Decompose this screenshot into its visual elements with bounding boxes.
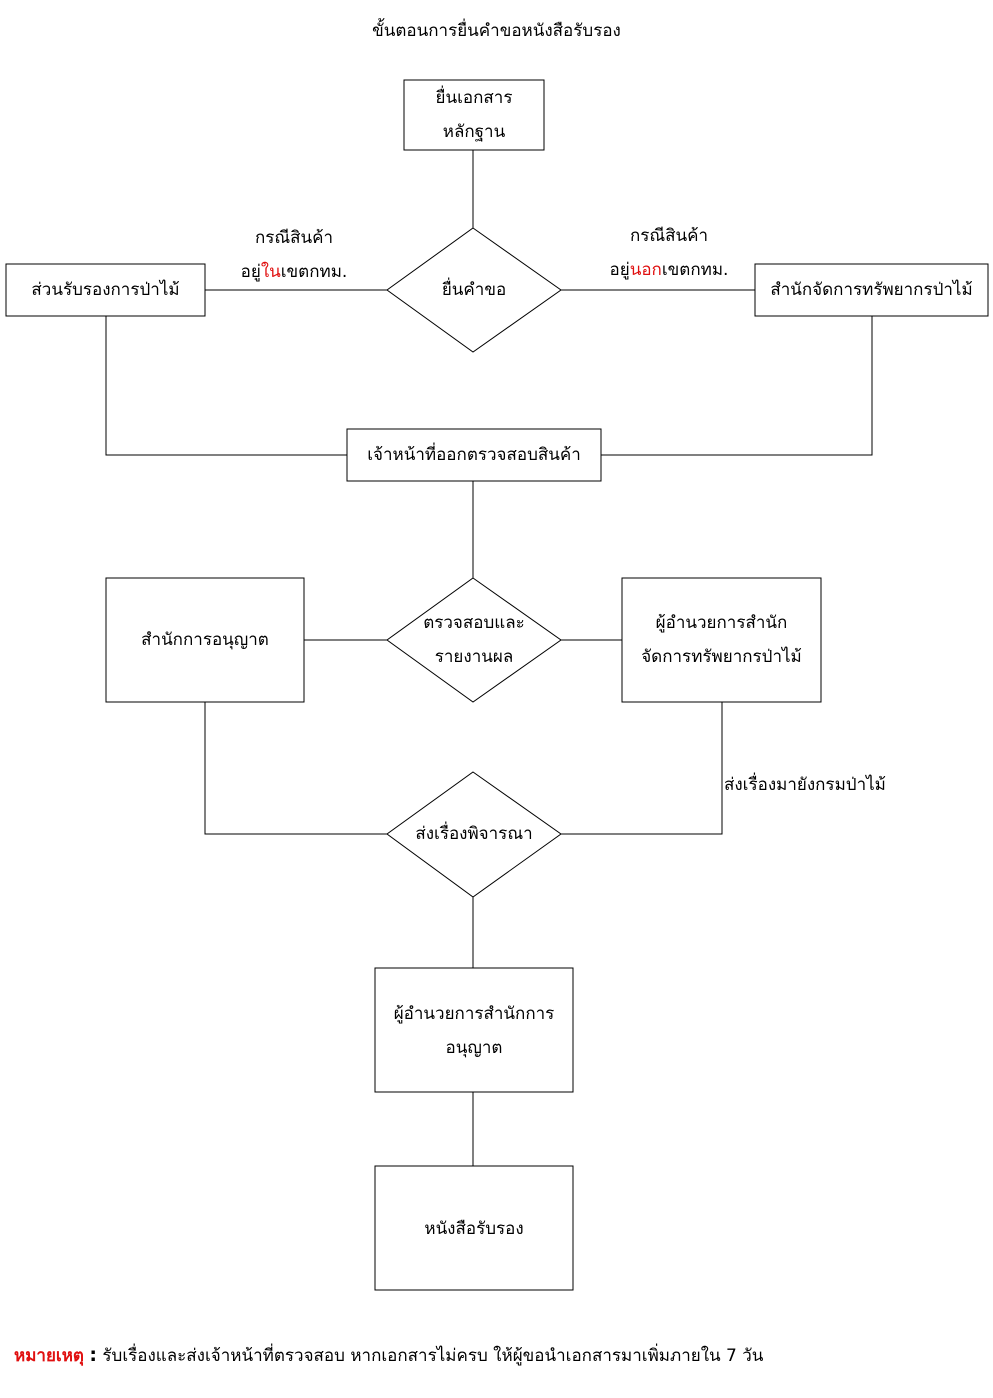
box-certificate	[374, 1165, 574, 1291]
label-outside-post: เขตกทม.	[661, 260, 729, 280]
box-forest-certification	[5, 263, 206, 317]
node-resource-director-line1: ผู้อำนวยการสำนัก	[655, 613, 788, 633]
box-inspection-officer	[346, 428, 602, 482]
label-outside-line2: อยู่นอกเขตกทม.	[594, 253, 744, 287]
footnote-text: รับเรื่องและส่งเจ้าหน้าที่ตรวจสอบ หากเอก…	[102, 1346, 764, 1366]
node-submit-request: ยื่นคำขอ	[441, 280, 507, 300]
node-inspect-report-line1: ตรวจสอบและ	[423, 613, 525, 633]
box-submit-docs	[403, 79, 545, 151]
label-outside-pre: อยู่	[609, 260, 630, 280]
box-resource-office	[754, 263, 989, 317]
node-resource-director: ผู้อำนวยการสำนัก จัดการทรัพยากรป่าไม้	[622, 606, 821, 674]
node-permit-director-line1: ผู้อำนวยการสำนักการ	[393, 1004, 555, 1024]
connector-resource-office-to-officer	[601, 316, 873, 456]
diamond-submit-request	[386, 227, 562, 353]
diamond-inspect-report	[386, 577, 562, 703]
node-certificate: หนังสือรับรอง	[424, 1219, 524, 1239]
footnote-colon: :	[89, 1344, 97, 1366]
node-submit-docs-line2: หลักฐาน	[442, 122, 506, 142]
label-outside-line1: กรณีสินค้า	[629, 226, 709, 246]
node-submit-docs-line1: ยื่นเอกสาร	[435, 88, 513, 108]
label-inside-line2: อยู่ในเขตกทม.	[224, 255, 364, 289]
label-inside-post: เขตกทม.	[280, 262, 348, 282]
node-inspect-report: ตรวจสอบและ รายงานผล	[387, 606, 561, 674]
node-forest-certification: ส่วนรับรองการป่าไม้	[31, 280, 180, 300]
label-inside-line1: กรณีสินค้า	[254, 228, 334, 248]
node-permit-director-line2: อนุญาต	[445, 1038, 503, 1058]
label-forward: ส่งเรื่องมายังกรมป่าไม้	[724, 775, 886, 795]
node-resource-director-line2: จัดการทรัพยากรป่าไม้	[641, 647, 802, 667]
footnote: หมายเหตุ : รับเรื่องและส่งเจ้าหน้าที่ตรว…	[14, 1342, 763, 1369]
box-resource-director	[621, 577, 822, 703]
connector-permit-office-to-consider	[204, 702, 387, 835]
connector-certification-to-officer	[105, 316, 347, 456]
label-outside-red: นอก	[629, 260, 662, 280]
node-permit-director: ผู้อำนวยการสำนักการ อนุญาต	[375, 997, 573, 1065]
label-outside-bangkok: กรณีสินค้า อยู่นอกเขตกทม.	[594, 219, 744, 287]
node-resource-office: สำนักจัดการทรัพยากรป่าไม้	[770, 280, 973, 300]
connector-resource-director-to-consider	[561, 702, 723, 835]
label-inside-red: ใน	[260, 262, 281, 282]
node-inspect-report-line2: รายงานผล	[434, 647, 514, 667]
footnote-label: หมายเหตุ	[14, 1346, 84, 1366]
node-inspection-officer: เจ้าหน้าที่ออกตรวจสอบสินค้า	[367, 445, 581, 465]
box-permit-director	[374, 967, 574, 1093]
label-inside-bangkok: กรณีสินค้า อยู่ในเขตกทม.	[224, 221, 364, 289]
node-send-consider: ส่งเรื่องพิจารณา	[415, 824, 533, 844]
node-submit-docs: ยื่นเอกสาร หลักฐาน	[404, 81, 544, 149]
node-permit-office: สำนักการอนุญาต	[141, 630, 269, 650]
diamond-send-consider	[386, 771, 562, 898]
page-title: ขั้นตอนการยื่นคำขอหนังสือรับรอง	[372, 21, 621, 41]
box-permit-office	[105, 577, 305, 703]
label-inside-pre: อยู่	[240, 262, 261, 282]
